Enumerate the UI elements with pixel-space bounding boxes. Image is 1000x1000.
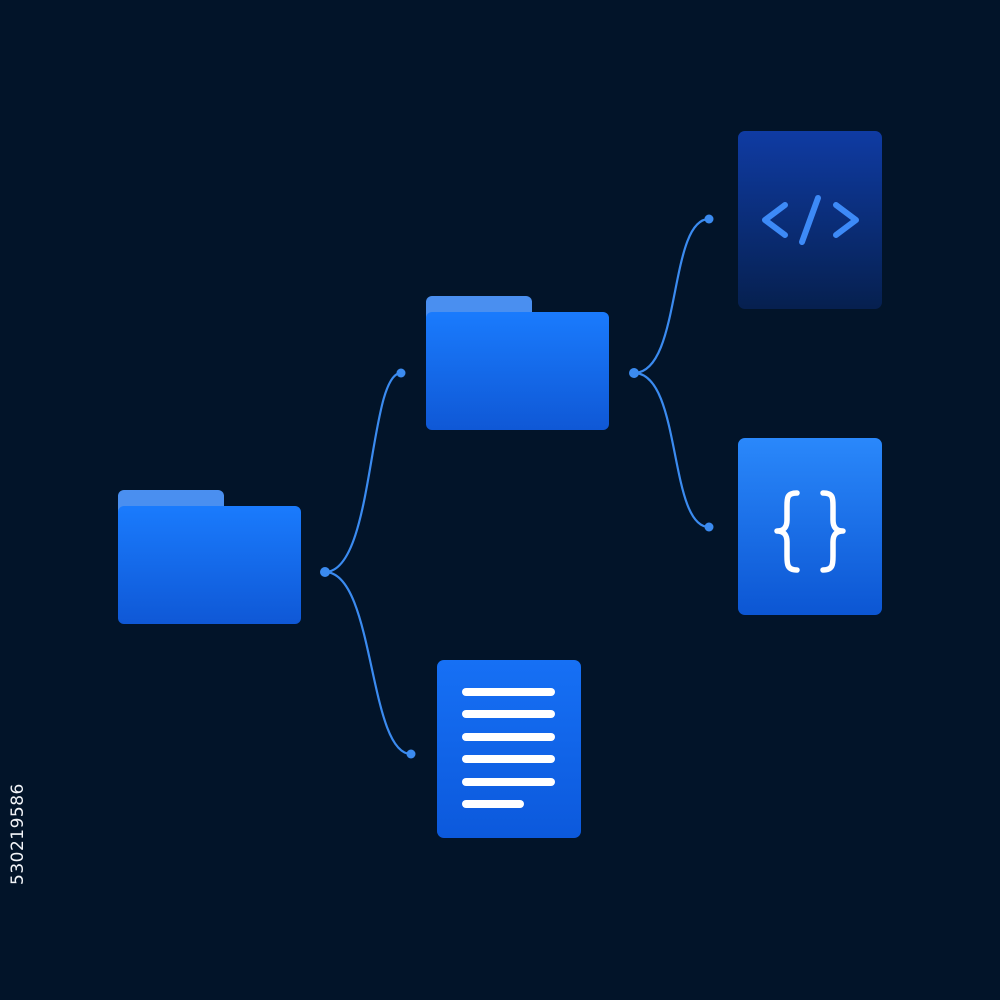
text-document-icon <box>437 660 581 838</box>
stock-image-id: 530219586 <box>8 783 28 885</box>
connector-end-dot <box>396 368 406 378</box>
braces-file-icon <box>738 438 882 615</box>
connector-end-dot <box>704 214 714 224</box>
connector-node-dot <box>320 567 330 577</box>
connector-end-dot <box>704 522 714 532</box>
connector-root-to-document <box>324 570 412 756</box>
folder-body <box>118 506 301 624</box>
connector-end-dot <box>406 749 416 759</box>
text-lines-icon <box>462 688 555 808</box>
sub-folder-icon <box>426 296 609 430</box>
connector-root-to-subfolder <box>324 371 402 574</box>
connector-node-dot <box>629 368 639 378</box>
connector-subfolder-to-braces-file <box>633 371 710 529</box>
connector-dots <box>320 214 714 759</box>
folder-body <box>426 312 609 430</box>
connector-subfolder-to-code-file <box>633 217 710 375</box>
braces-file-card <box>738 438 882 615</box>
connector-lines <box>324 217 710 756</box>
code-tag-icon <box>762 195 859 245</box>
document-card <box>437 660 581 838</box>
curly-braces-icon <box>774 490 846 573</box>
root-folder-icon <box>118 490 301 624</box>
code-file-icon <box>738 131 882 309</box>
